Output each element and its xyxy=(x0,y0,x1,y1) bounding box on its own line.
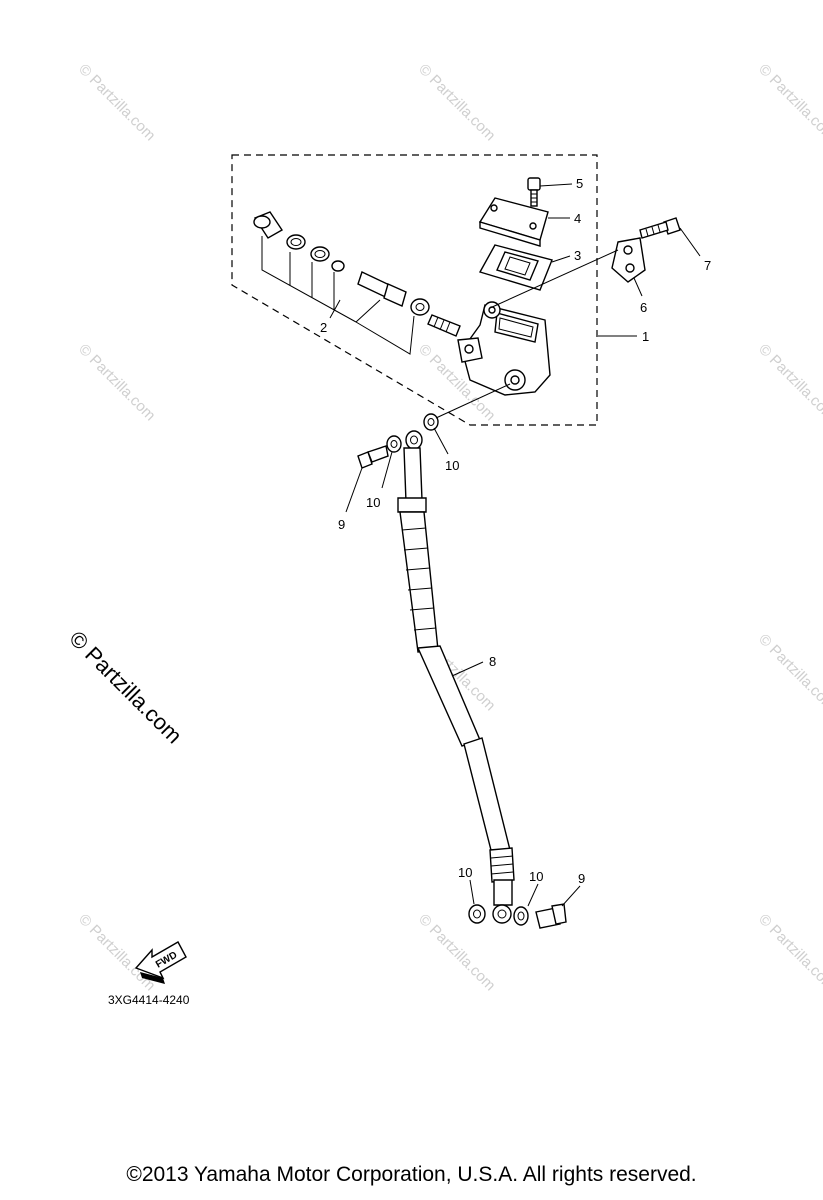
fwd-arrow-icon: FWD xyxy=(134,941,187,984)
watermark-text: © Partzilla.com xyxy=(755,631,823,714)
part-master-cylinder xyxy=(457,301,551,396)
callout-10-upper-left: 10 xyxy=(366,495,380,510)
leader-lines xyxy=(329,183,701,907)
callout-1: 1 xyxy=(642,329,649,344)
watermark-text: © Partzilla.com xyxy=(755,341,823,424)
callout-2: 2 xyxy=(320,320,327,335)
watermark-layer: © Partzilla.com © Partzilla.com © Partzi… xyxy=(64,61,823,994)
watermark-text: © Partzilla.com xyxy=(75,911,158,994)
callout-10-upper-right: 10 xyxy=(445,458,459,473)
part-piston-kit xyxy=(253,211,461,355)
copyright-notice: ©2013 Yamaha Motor Corporation, U.S.A. A… xyxy=(126,1163,697,1186)
callout-7: 7 xyxy=(704,258,711,273)
part-diaphragm xyxy=(478,244,553,291)
part-holder-bolt xyxy=(639,217,681,239)
diagram-code: 3XG4414-4240 xyxy=(108,993,190,1007)
callout-10-lower-left: 10 xyxy=(458,865,472,880)
part-screw xyxy=(527,177,541,207)
watermark-text: © Partzilla.com xyxy=(75,61,158,144)
watermark-text: © Partzilla.com xyxy=(75,341,158,424)
part-holder xyxy=(489,237,646,309)
callout-8: 8 xyxy=(489,654,496,669)
callout-5: 5 xyxy=(576,176,583,191)
callout-9-upper: 9 xyxy=(338,517,345,532)
part-brake-hose xyxy=(397,447,515,883)
callout-4: 4 xyxy=(574,211,581,226)
callout-10-lower-right: 10 xyxy=(529,869,543,884)
callout-6: 6 xyxy=(640,300,647,315)
watermark-text: © Partzilla.com xyxy=(755,911,823,994)
callout-3: 3 xyxy=(574,248,581,263)
watermark-text-large: © Partzilla.com xyxy=(64,626,187,749)
part-lower-fittings xyxy=(468,879,567,929)
assembly-boundary xyxy=(231,154,598,426)
part-upper-fittings xyxy=(357,383,511,469)
watermark-text: © Partzilla.com xyxy=(415,61,498,144)
part-reservoir-cap xyxy=(478,197,549,247)
callout-9-lower: 9 xyxy=(578,871,585,886)
watermark-text: © Partzilla.com xyxy=(755,61,823,144)
watermark-text: © Partzilla.com xyxy=(415,911,498,994)
